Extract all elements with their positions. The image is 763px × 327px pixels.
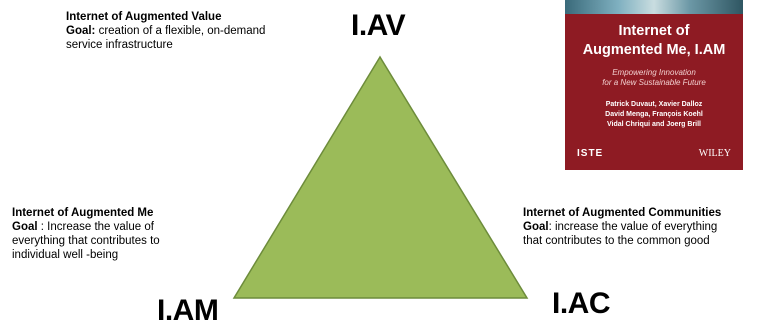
book-subtitle-line2: for a New Sustainable Future bbox=[602, 78, 706, 87]
communities-description: Internet of Augmented Communities Goal: … bbox=[523, 206, 761, 248]
book-cover-art bbox=[565, 0, 743, 14]
me-title: Internet of Augmented Me bbox=[12, 207, 154, 219]
book-authors-line3: Vidal Chriqui and Joerg Brill bbox=[607, 121, 701, 128]
me-description: Internet of Augmented Me Goal : Increase… bbox=[12, 206, 222, 262]
value-goal-label: Goal: bbox=[66, 25, 96, 37]
vertex-label-iam: I.AM bbox=[157, 294, 219, 327]
vertex-label-iav: I.AV bbox=[351, 9, 406, 42]
me-goal-line2: everything that contributes to bbox=[12, 235, 160, 247]
me-goal-label: Goal bbox=[12, 221, 38, 233]
communities-goal-line1: : increase the value of everything bbox=[548, 221, 718, 233]
value-title: Internet of Augmented Value bbox=[66, 11, 222, 23]
triangle-shape bbox=[232, 55, 529, 299]
communities-title: Internet of Augmented Communities bbox=[523, 207, 722, 219]
communities-goal-line2: that contributes to the common good bbox=[523, 235, 710, 247]
book-authors-line1: Patrick Duvaut, Xavier Dalloz bbox=[605, 101, 703, 108]
book-title-line2: Augmented Me, I.AM bbox=[582, 42, 726, 58]
book-title-line1: Internet of bbox=[618, 23, 690, 39]
me-goal-line3: individual well -being bbox=[12, 249, 119, 261]
book-authors-line2: David Menga, François Koehl bbox=[605, 111, 703, 118]
iste-logo: ISTE bbox=[577, 148, 604, 159]
value-goal-line1: creation of a flexible, on-demand bbox=[95, 25, 266, 37]
me-goal-line1: : Increase the value of bbox=[37, 221, 154, 233]
value-description: Internet of Augmented Value Goal: creati… bbox=[66, 10, 336, 52]
book-subtitle-line1: Empowering Innovation bbox=[612, 68, 696, 77]
book-cover: Internet of Augmented Me, I.AM Empowerin… bbox=[565, 0, 743, 170]
communities-goal-label: Goal bbox=[523, 221, 549, 233]
value-goal-line2: service infrastructure bbox=[66, 39, 173, 51]
wiley-logo: WILEY bbox=[698, 148, 731, 159]
vertex-label-iac: I.AC bbox=[552, 287, 611, 320]
